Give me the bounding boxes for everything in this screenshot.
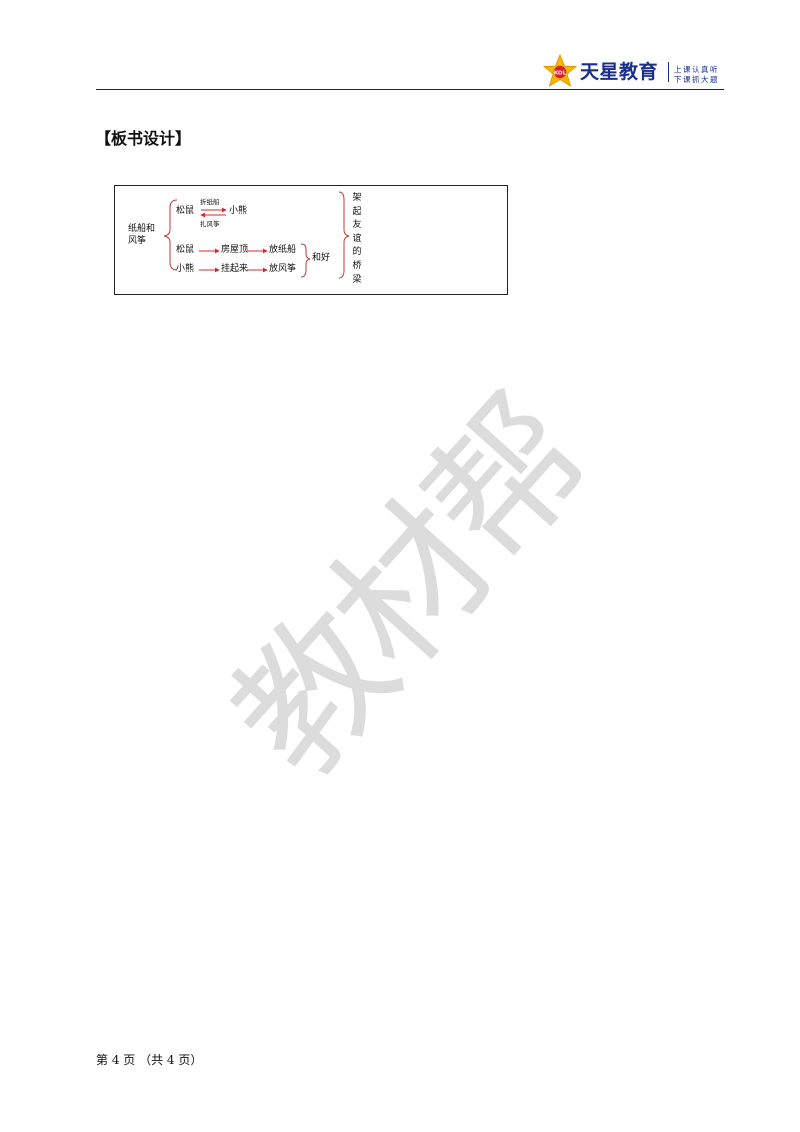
result-brace bbox=[300, 243, 311, 278]
row1-arrow-bottom-label: 扎风筝 bbox=[200, 220, 220, 228]
brand-logo: KOL 天星教育 上课认真听 下课抓大题 bbox=[540, 54, 730, 88]
row1-subject: 松鼠 bbox=[176, 206, 195, 216]
page-footer: 第 4 页 （共 4 页） bbox=[96, 1053, 203, 1067]
left-brace bbox=[163, 199, 178, 271]
star-logo-icon: KOL bbox=[542, 54, 578, 87]
conclusion-char: 谊 bbox=[352, 233, 362, 244]
conclusion-char: 起 bbox=[352, 206, 362, 217]
board-design-diagram: 纸船和风筝 松鼠 折纸船 扎风筝 小熊 松鼠 房屋顶 放纸船 小熊 挂起来 放风… bbox=[114, 185, 508, 295]
watermark: 教材帮 bbox=[200, 370, 620, 808]
result-label: 和好 bbox=[312, 253, 331, 263]
slogan-line-2: 下课抓大题 bbox=[674, 75, 719, 84]
conclusion-char: 的 bbox=[352, 247, 362, 258]
conclusion-char: 桥 bbox=[352, 260, 362, 271]
logo-slogan: 上课认真听 下课抓大题 bbox=[674, 65, 719, 85]
left-topic: 纸船和风筝 bbox=[128, 224, 156, 246]
row3-subject: 小熊 bbox=[176, 264, 195, 274]
board-connectors bbox=[163, 191, 350, 279]
row2-subject: 松鼠 bbox=[176, 245, 195, 255]
logo-name: 天星教育 bbox=[580, 61, 659, 83]
row1-object: 小熊 bbox=[229, 206, 248, 216]
row3-step1: 挂起来 bbox=[221, 264, 249, 274]
row1-arrow-top-label: 折纸船 bbox=[200, 198, 220, 206]
star-mark-text: KOL bbox=[554, 70, 567, 76]
conclusion-char: 架 bbox=[352, 193, 362, 203]
conclusion-brace bbox=[338, 191, 350, 279]
row3-step2: 放风筝 bbox=[269, 264, 297, 274]
conclusion-column: 架 起 友 谊 的 桥 梁 bbox=[351, 192, 363, 287]
row2-step2: 放纸船 bbox=[269, 245, 297, 255]
logo-divider bbox=[668, 62, 669, 82]
conclusion-char: 友 bbox=[352, 220, 362, 231]
slogan-line-1: 上课认真听 bbox=[674, 65, 719, 74]
row2-step1: 房屋顶 bbox=[221, 245, 249, 255]
conclusion-char: 梁 bbox=[352, 274, 362, 285]
section-title: 【板书设计】 bbox=[95, 129, 192, 148]
header-rule bbox=[96, 89, 724, 90]
